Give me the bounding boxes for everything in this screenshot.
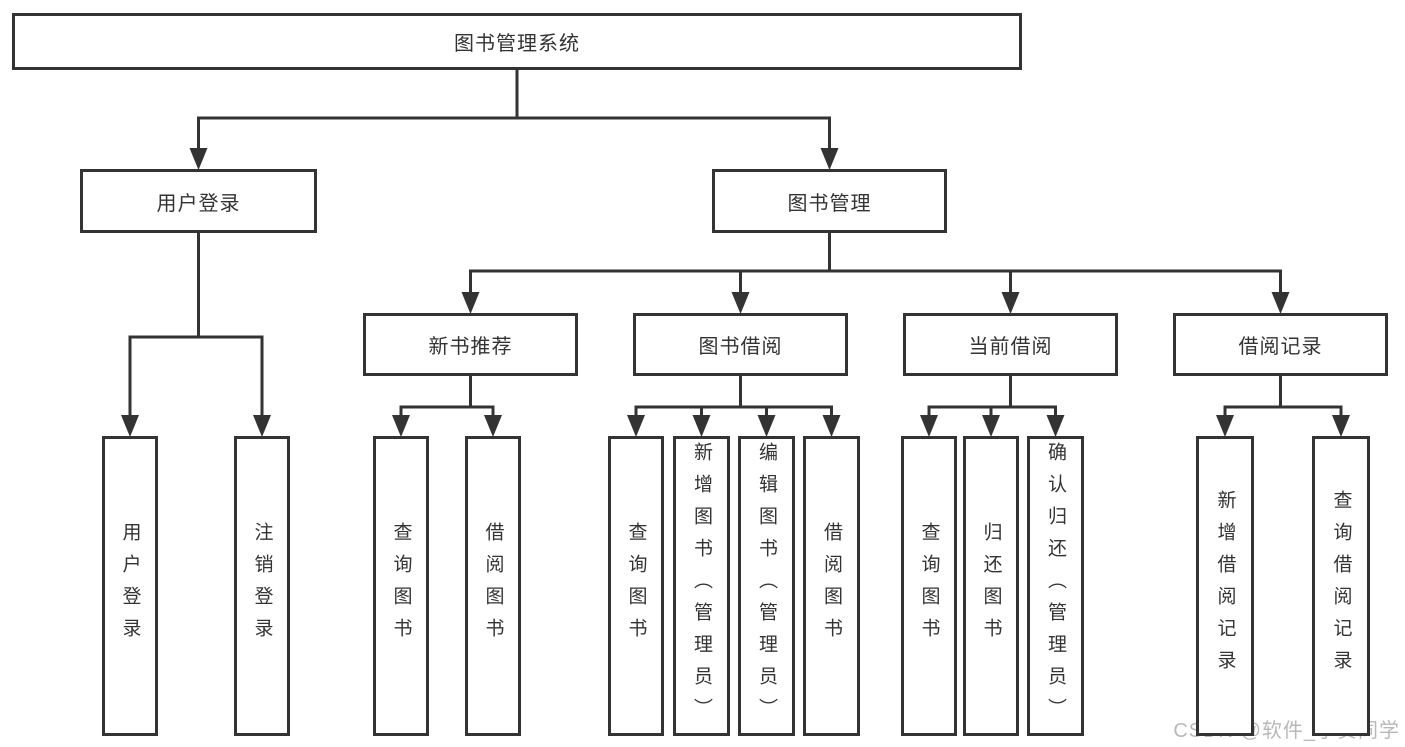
node-label-cur-query: 查询图书	[918, 522, 940, 650]
node-current: 当前借阅	[903, 313, 1118, 376]
arrow-head-icon	[731, 292, 750, 314]
node-label-root: 图书管理系统	[454, 33, 580, 55]
node-label-rec-borrow: 借阅图书	[482, 522, 504, 650]
node-label-leaf-login: 用户登录	[119, 522, 141, 650]
node-borrow: 图书借阅	[633, 313, 848, 376]
node-mgmt: 图书管理	[712, 169, 947, 233]
node-login: 用户登录	[80, 169, 317, 233]
node-rec-query: 查询图书	[373, 436, 429, 736]
arrow-head-icon	[982, 415, 1000, 437]
node-label-rec-query: 查询图书	[390, 522, 412, 650]
node-rec-borrow: 借阅图书	[465, 436, 521, 736]
node-cur-return: 归还图书	[963, 436, 1019, 736]
node-label-rcd-query: 查询借阅记录	[1330, 490, 1352, 682]
arrow-head-icon	[392, 415, 410, 437]
node-label-bor-query: 查询图书	[625, 522, 647, 650]
arrow-head-icon	[189, 148, 208, 170]
node-records: 借阅记录	[1173, 313, 1388, 376]
arrow-head-icon	[121, 415, 139, 437]
arrow-head-icon	[461, 292, 480, 314]
node-label-borrow: 图书借阅	[698, 336, 783, 358]
arrow-head-icon	[1271, 292, 1290, 314]
node-label-bor-edit: 编辑图书（管理员）	[756, 442, 777, 730]
node-root: 图书管理系统	[12, 13, 1022, 70]
arrow-head-icon	[757, 415, 776, 437]
node-label-cur-confirm: 确认归还（管理员）	[1045, 442, 1066, 730]
arrow-head-icon	[692, 415, 711, 437]
arrow-head-icon	[820, 148, 839, 170]
arrow-head-icon	[1046, 415, 1065, 437]
node-leaf-logout: 注销登录	[234, 436, 290, 736]
arrow-head-icon	[253, 415, 271, 437]
node-label-mgmt: 图书管理	[787, 192, 872, 215]
node-rec: 新书推荐	[363, 313, 578, 376]
arrow-head-icon	[627, 415, 645, 437]
node-bor-edit: 编辑图书（管理员）	[738, 436, 795, 736]
node-label-bor-add: 新增图书（管理员）	[691, 442, 712, 730]
node-label-login: 用户登录	[156, 192, 241, 215]
arrow-head-icon	[1332, 415, 1350, 437]
node-bor-add: 新增图书（管理员）	[673, 436, 730, 736]
arrow-head-icon	[1216, 415, 1234, 437]
node-label-current: 当前借阅	[968, 336, 1053, 358]
node-bor-borrow: 借阅图书	[803, 436, 860, 736]
node-label-leaf-logout: 注销登录	[251, 522, 273, 650]
arrow-head-icon	[920, 415, 938, 437]
arrow-head-icon	[822, 415, 841, 437]
node-label-records: 借阅记录	[1238, 336, 1323, 358]
arrow-head-icon	[484, 415, 502, 437]
node-label-bor-borrow: 借阅图书	[821, 522, 842, 650]
node-cur-confirm: 确认归还（管理员）	[1027, 436, 1084, 736]
arrow-head-icon	[1001, 292, 1020, 314]
node-cur-query: 查询图书	[901, 436, 957, 736]
node-leaf-login: 用户登录	[102, 436, 158, 736]
node-label-rec: 新书推荐	[428, 336, 513, 358]
node-label-cur-return: 归还图书	[980, 522, 1002, 650]
node-bor-query: 查询图书	[608, 436, 664, 736]
node-label-rcd-add: 新增借阅记录	[1214, 490, 1236, 682]
node-rcd-query: 查询借阅记录	[1312, 436, 1370, 736]
node-rcd-add: 新增借阅记录	[1196, 436, 1254, 736]
